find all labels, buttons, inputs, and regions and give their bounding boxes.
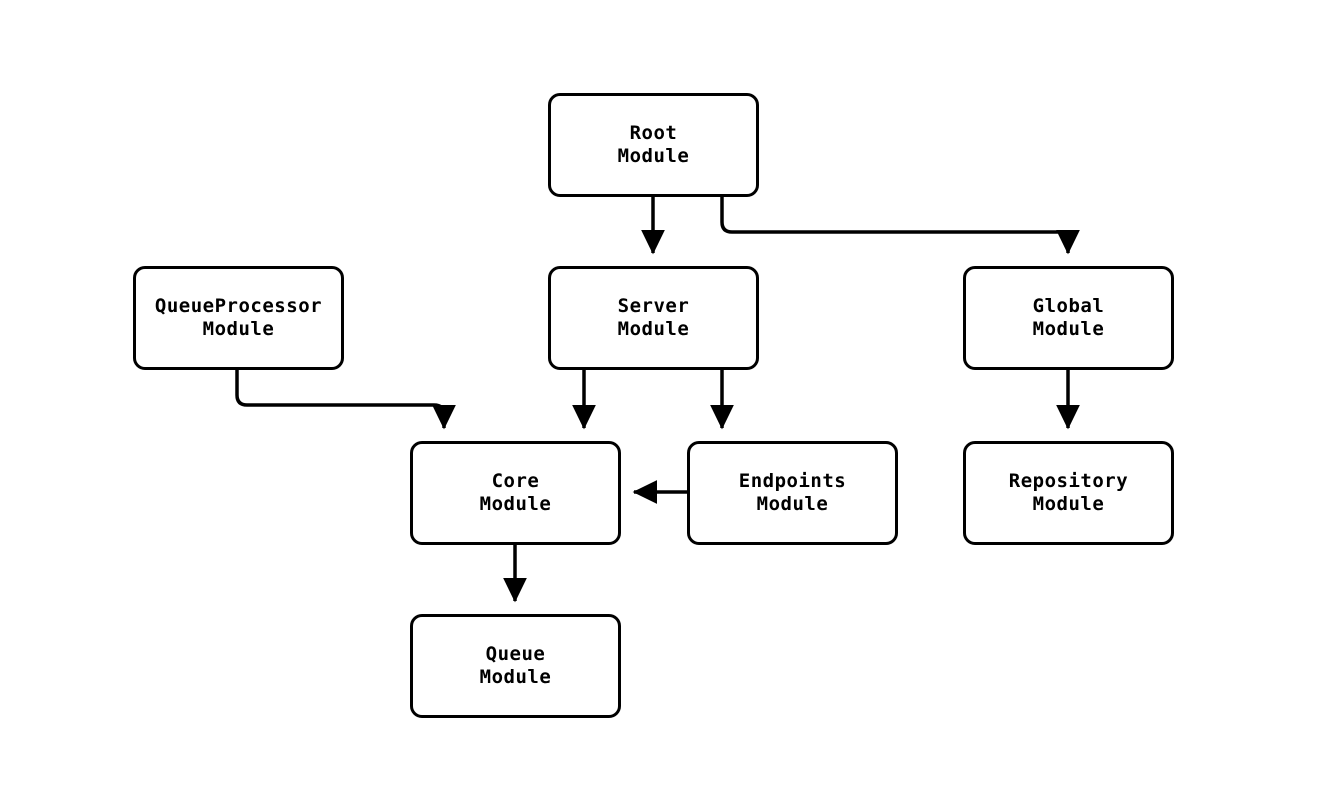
node-server-suffix: Module [617,318,690,340]
node-core-title: Core [491,470,540,492]
node-root-suffix: Module [617,145,690,167]
node-global-suffix: Module [1032,318,1105,340]
node-server[interactable]: Server Module [548,266,759,370]
node-queueprocessor[interactable]: QueueProcessor Module [133,266,344,370]
node-server-title: Server [617,295,690,317]
node-queueprocessor-suffix: Module [202,318,275,340]
node-queueprocessor-title: QueueProcessor [154,295,323,317]
node-core[interactable]: Core Module [410,441,621,545]
node-queue-title: Queue [485,643,546,665]
node-endpoints-title: Endpoints [738,470,847,492]
node-repository-suffix: Module [1032,493,1105,515]
node-queue[interactable]: Queue Module [410,614,621,718]
edge-queueprocessor-to-core [235,370,456,430]
node-queue-suffix: Module [479,666,552,688]
node-global-title: Global [1032,295,1105,317]
edge-root-to-global [720,197,1080,255]
node-root-title: Root [629,122,678,144]
node-repository[interactable]: Repository Module [963,441,1174,545]
node-repository-title: Repository [1008,470,1129,492]
node-global[interactable]: Global Module [963,266,1174,370]
node-endpoints-suffix: Module [756,493,829,515]
node-root[interactable]: Root Module [548,93,759,197]
node-endpoints[interactable]: Endpoints Module [687,441,898,545]
node-core-suffix: Module [479,493,552,515]
